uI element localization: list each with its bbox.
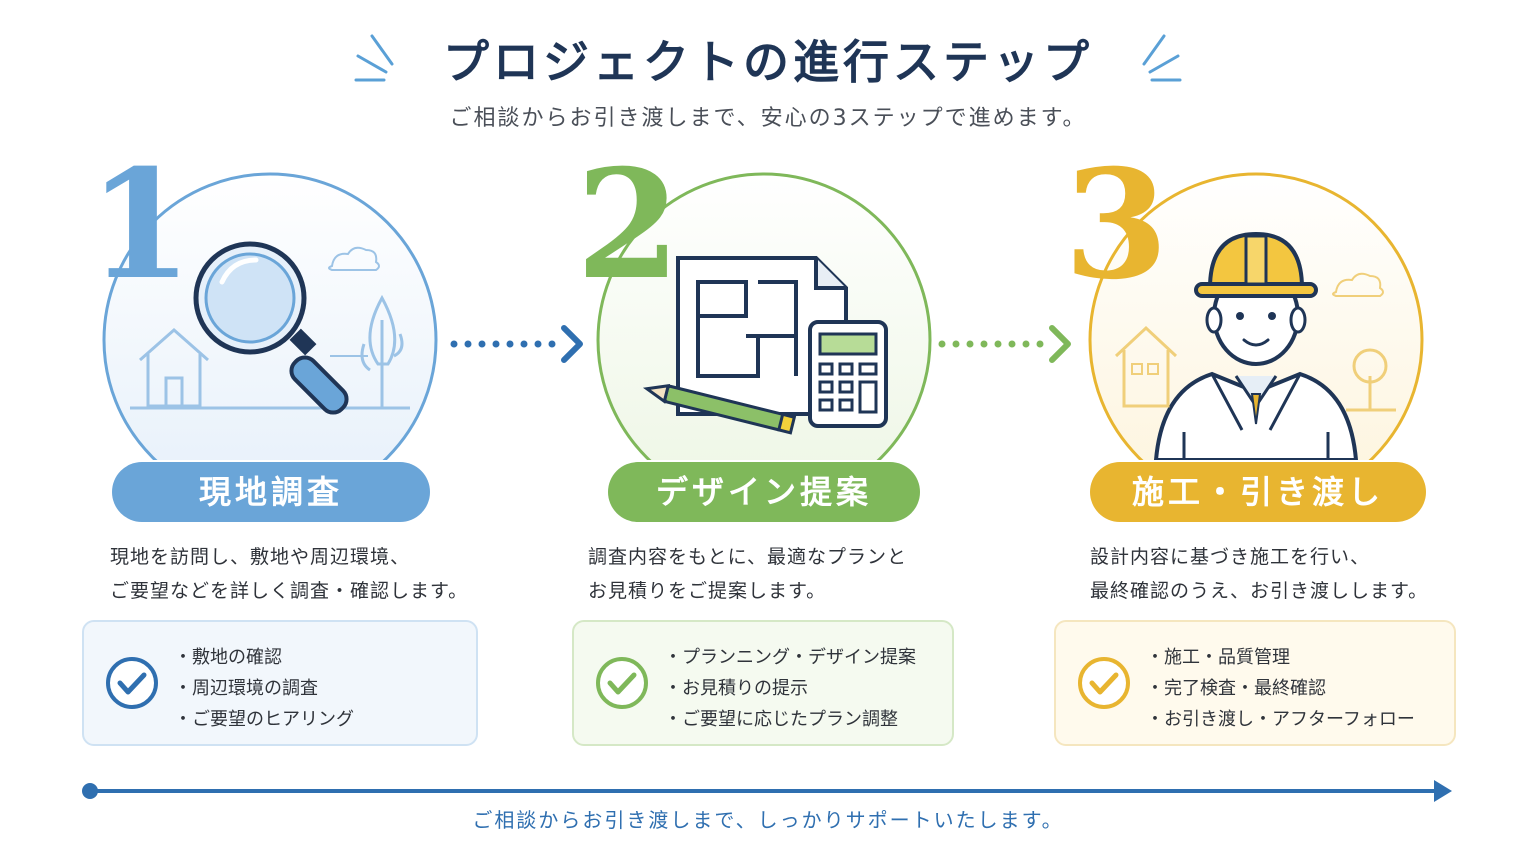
footer-message: ご相談からお引き渡しまで、しっかりサポートいたします。	[472, 808, 1064, 832]
page-title: プロジェクトの進行ステップ	[443, 35, 1093, 89]
list-item: ・敷地の確認	[174, 647, 282, 668]
step-arrow-2-3	[938, 325, 1071, 363]
step-1-description: 現地を訪問し、敷地や周辺環境、 ご要望などを詳しく調査・確認します。	[110, 546, 469, 602]
list-item: ・ご要望のヒアリング	[174, 709, 354, 730]
check-circle-icon	[1078, 657, 1130, 709]
check-circle-icon	[596, 657, 648, 709]
step-3-illustration	[1088, 172, 1424, 460]
step-3: 3 施工・引き渡し 設計内容に基づき施工を行い、 最終確認のうえ、お引き渡ししま…	[1052, 0, 1532, 760]
step-2-label: デザイン提案	[608, 462, 920, 522]
list-item: ・お引き渡し・アフターフォロー	[1146, 709, 1415, 730]
list-item: ・ご要望に応じたプラン調整	[664, 709, 898, 730]
list-item: ・施工・品質管理	[1146, 647, 1290, 668]
step-3-checklist: ・施工・品質管理 ・完了検査・最終確認 ・お引き渡し・アフターフォロー	[1054, 620, 1456, 746]
step-2-description: 調査内容をもとに、最適なプランと お見積りをご提案します。	[588, 546, 908, 602]
step-1-label: 現地調査	[112, 462, 430, 522]
timeline-arrow	[82, 780, 1452, 802]
step-2-illustration	[596, 172, 932, 460]
list-item: ・周辺環境の調査	[174, 678, 318, 699]
step-arrow-1-2	[450, 325, 583, 363]
page-subtitle: ご相談からお引き渡しまで、安心の3ステップで進めます。	[449, 106, 1087, 131]
step-2: 2 デザイン提案 調査内容をもとに、最適なプランと お見積りをご提案します。 ・…	[570, 0, 1050, 760]
list-item: ・お見積りの提示	[664, 678, 808, 699]
check-circle-icon	[106, 657, 158, 709]
step-3-number: 3	[1064, 137, 1169, 313]
step-1: 1 現地調査 現地を訪問し、敷地や周辺環境、 ご要望などを詳しく調査・確認します…	[80, 0, 560, 760]
step-1-illustration	[102, 172, 438, 460]
list-item: ・完了検査・最終確認	[1146, 678, 1326, 699]
step-1-checklist: ・敷地の確認 ・周辺環境の調査 ・ご要望のヒアリング	[82, 620, 478, 746]
step-1-number: 1	[88, 137, 193, 313]
list-item: ・プランニング・デザイン提案	[664, 647, 916, 668]
step-2-checklist: ・プランニング・デザイン提案 ・お見積りの提示 ・ご要望に応じたプラン調整	[572, 620, 954, 746]
right-burst-decoration	[1142, 34, 1182, 82]
step-3-label: 施工・引き渡し	[1090, 462, 1426, 522]
step-2-number: 2	[576, 137, 681, 313]
step-3-description: 設計内容に基づき施工を行い、 最終確認のうえ、お引き渡しします。	[1090, 546, 1429, 602]
left-burst-decoration	[354, 34, 394, 82]
